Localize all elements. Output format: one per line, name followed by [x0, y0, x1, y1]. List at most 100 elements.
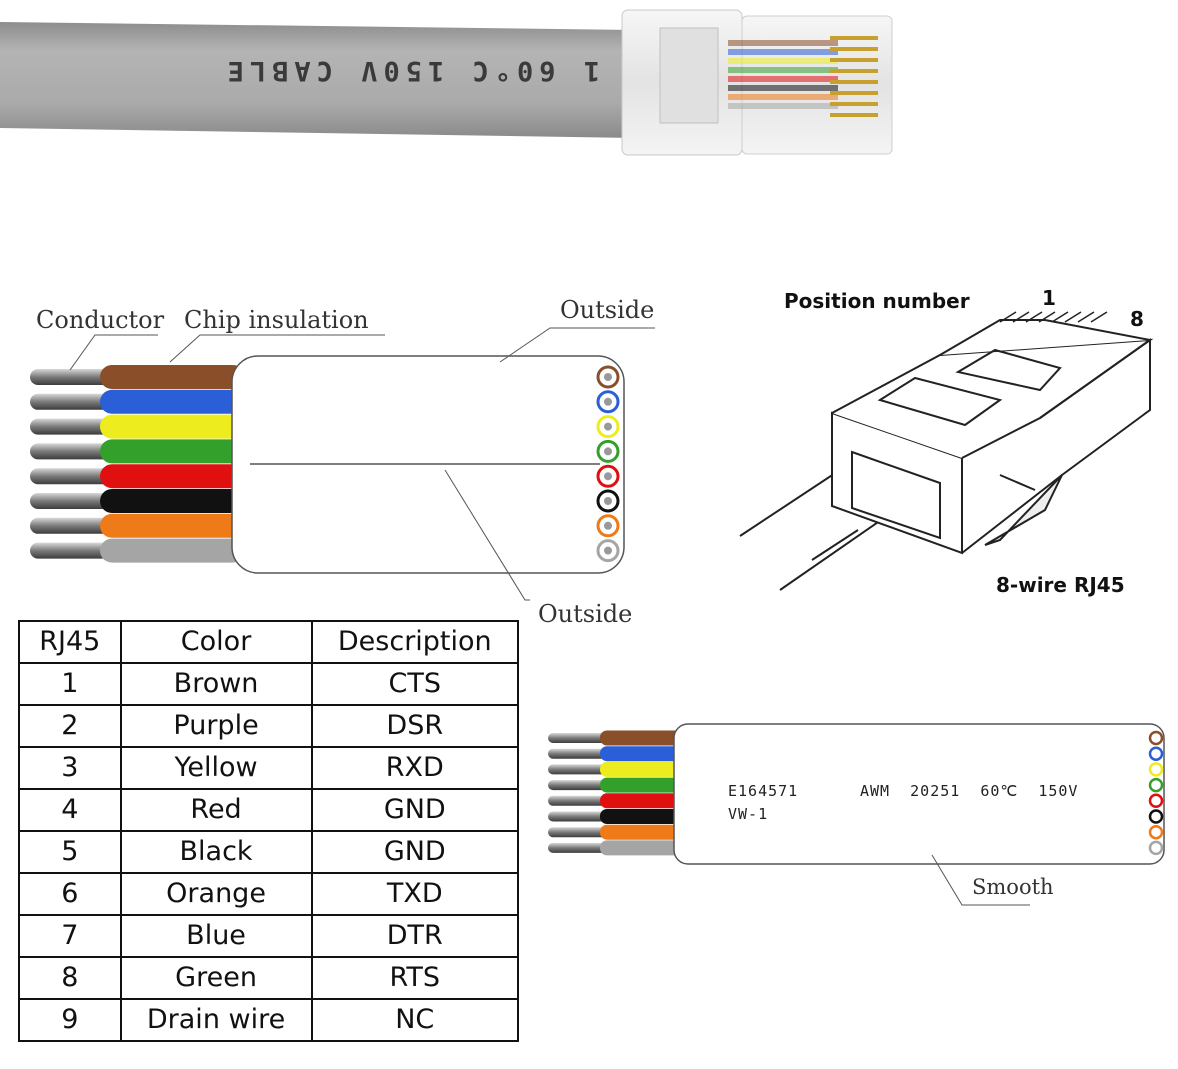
wire-end-circle [1148, 746, 1164, 761]
conductor-strand [30, 493, 122, 509]
wire-end-core [604, 422, 612, 431]
gold-pin [830, 102, 878, 106]
gold-pin [830, 47, 878, 51]
wire-end-core [604, 521, 612, 530]
label-conductor: Conductor [36, 306, 165, 334]
wire-end-core [604, 546, 612, 555]
table-row: 2 Purple DSR [18, 704, 520, 748]
cell-description: GND [310, 788, 520, 832]
cell-pin: 7 [18, 914, 122, 958]
wire-insulation [100, 489, 245, 513]
table-row: 8 Green RTS [18, 956, 520, 1000]
pin-ridge [999, 311, 1017, 323]
label-pin-8: 8 [1130, 307, 1144, 331]
wire-end-circle [1148, 809, 1164, 824]
conductor-strand [30, 542, 122, 559]
label-outside-bottom: Outside [538, 600, 632, 628]
wire-insulation [100, 365, 245, 389]
cell-pin: 1 [18, 662, 122, 706]
wire-end-circle [1148, 793, 1164, 809]
cell-pin: 4 [18, 788, 122, 832]
wire-insulation [600, 824, 690, 840]
wire-insulation [600, 793, 690, 809]
pin-ridge [1077, 311, 1095, 323]
pin-ridge [1051, 311, 1069, 323]
wire-insulation [600, 761, 690, 777]
conductor-strand [30, 369, 122, 385]
table-row: 4 Red GND [18, 788, 520, 832]
cell-color: Orange [119, 872, 313, 916]
gold-pin [830, 113, 878, 117]
cell-pin: 2 [18, 704, 122, 748]
wire-insulation [600, 777, 690, 793]
plug-wire-bundle [728, 40, 838, 109]
wire-insulation [600, 809, 690, 824]
table-row: 1 Brown CTS [18, 662, 520, 706]
pin-ridge [1090, 311, 1108, 323]
leader-smooth [931, 854, 1030, 906]
cell-pin: 9 [18, 998, 122, 1042]
wire-end-circle [1148, 777, 1164, 793]
wire-end-core [604, 397, 612, 406]
pin-ridge [1025, 311, 1043, 323]
plug-wire [728, 76, 838, 82]
table-row: 5 Black GND [18, 830, 520, 874]
cell-color: Blue [119, 914, 313, 958]
cell-pin: 6 [18, 872, 122, 916]
cell-color: Red [119, 788, 313, 832]
gold-pin [830, 69, 878, 73]
cable-code: E164571 [728, 782, 798, 800]
wire-insulation [100, 538, 245, 563]
cell-color: Black [119, 830, 313, 874]
wire-end-core [604, 447, 612, 456]
cell-color: Purple [119, 704, 313, 748]
wire-insulation [100, 439, 245, 464]
plug-wire [728, 103, 838, 109]
gold-pin [830, 36, 878, 40]
rj45-plug-photo [621, 9, 893, 156]
header-color: Color [119, 620, 313, 664]
flat-cable-diagram: Conductor Chip insulation Outside Outsid… [30, 296, 655, 628]
wire-insulation [100, 389, 245, 414]
jacket-end-cross-section [596, 365, 620, 563]
conductor-strand [30, 418, 122, 435]
cell-color: Brown [119, 662, 313, 706]
pin-ridge [1038, 311, 1056, 323]
conductor-strands [30, 369, 122, 559]
wire-insulation [100, 513, 245, 538]
wire-end-core [604, 497, 612, 505]
printed-cable-end-section [1148, 730, 1164, 856]
printed-cable-diagram: E164571 AWM 20251 60℃ 150V VW-1 Smooth [548, 723, 1165, 906]
cell-color: Drain wire [119, 998, 313, 1042]
leader-chip-insulation [169, 334, 385, 363]
cable-print-text: 1 60°C 150V CABLE [222, 55, 600, 86]
wire-insulation [600, 840, 690, 856]
plug-wire [728, 49, 838, 55]
cell-pin: 3 [18, 746, 122, 790]
label-outside-top: Outside [560, 296, 654, 324]
header-rj45: RJ45 [18, 620, 122, 664]
conductor-strand [30, 517, 122, 534]
printed-cable-jacket [673, 723, 1165, 865]
plug-wire [728, 67, 838, 73]
cell-pin: 8 [18, 956, 122, 1000]
header-description: Description [310, 620, 520, 664]
wire-insulation [600, 746, 690, 762]
wire-end-core [604, 373, 612, 381]
printed-cable-insulation [600, 730, 690, 856]
plug-wire [728, 85, 838, 91]
cell-description: DSR [310, 704, 520, 748]
gold-pin [830, 91, 878, 95]
conductor-strand [30, 393, 122, 410]
wire-insulation [100, 414, 245, 439]
cell-description: TXD [310, 872, 520, 916]
table-row: 3 Yellow RXD [18, 746, 520, 790]
table-row: 7 Blue DTR [18, 914, 520, 958]
cable-spec: AWM 20251 60℃ 150V [860, 782, 1078, 800]
cell-description: NC [310, 998, 520, 1042]
plug-wire [728, 40, 838, 46]
rj45-connector-drawing: Position number 1 8 8-wire RJ45 [739, 286, 1154, 597]
wire-insulation [600, 730, 690, 746]
table-row: 9 Drain wire NC [18, 998, 520, 1042]
